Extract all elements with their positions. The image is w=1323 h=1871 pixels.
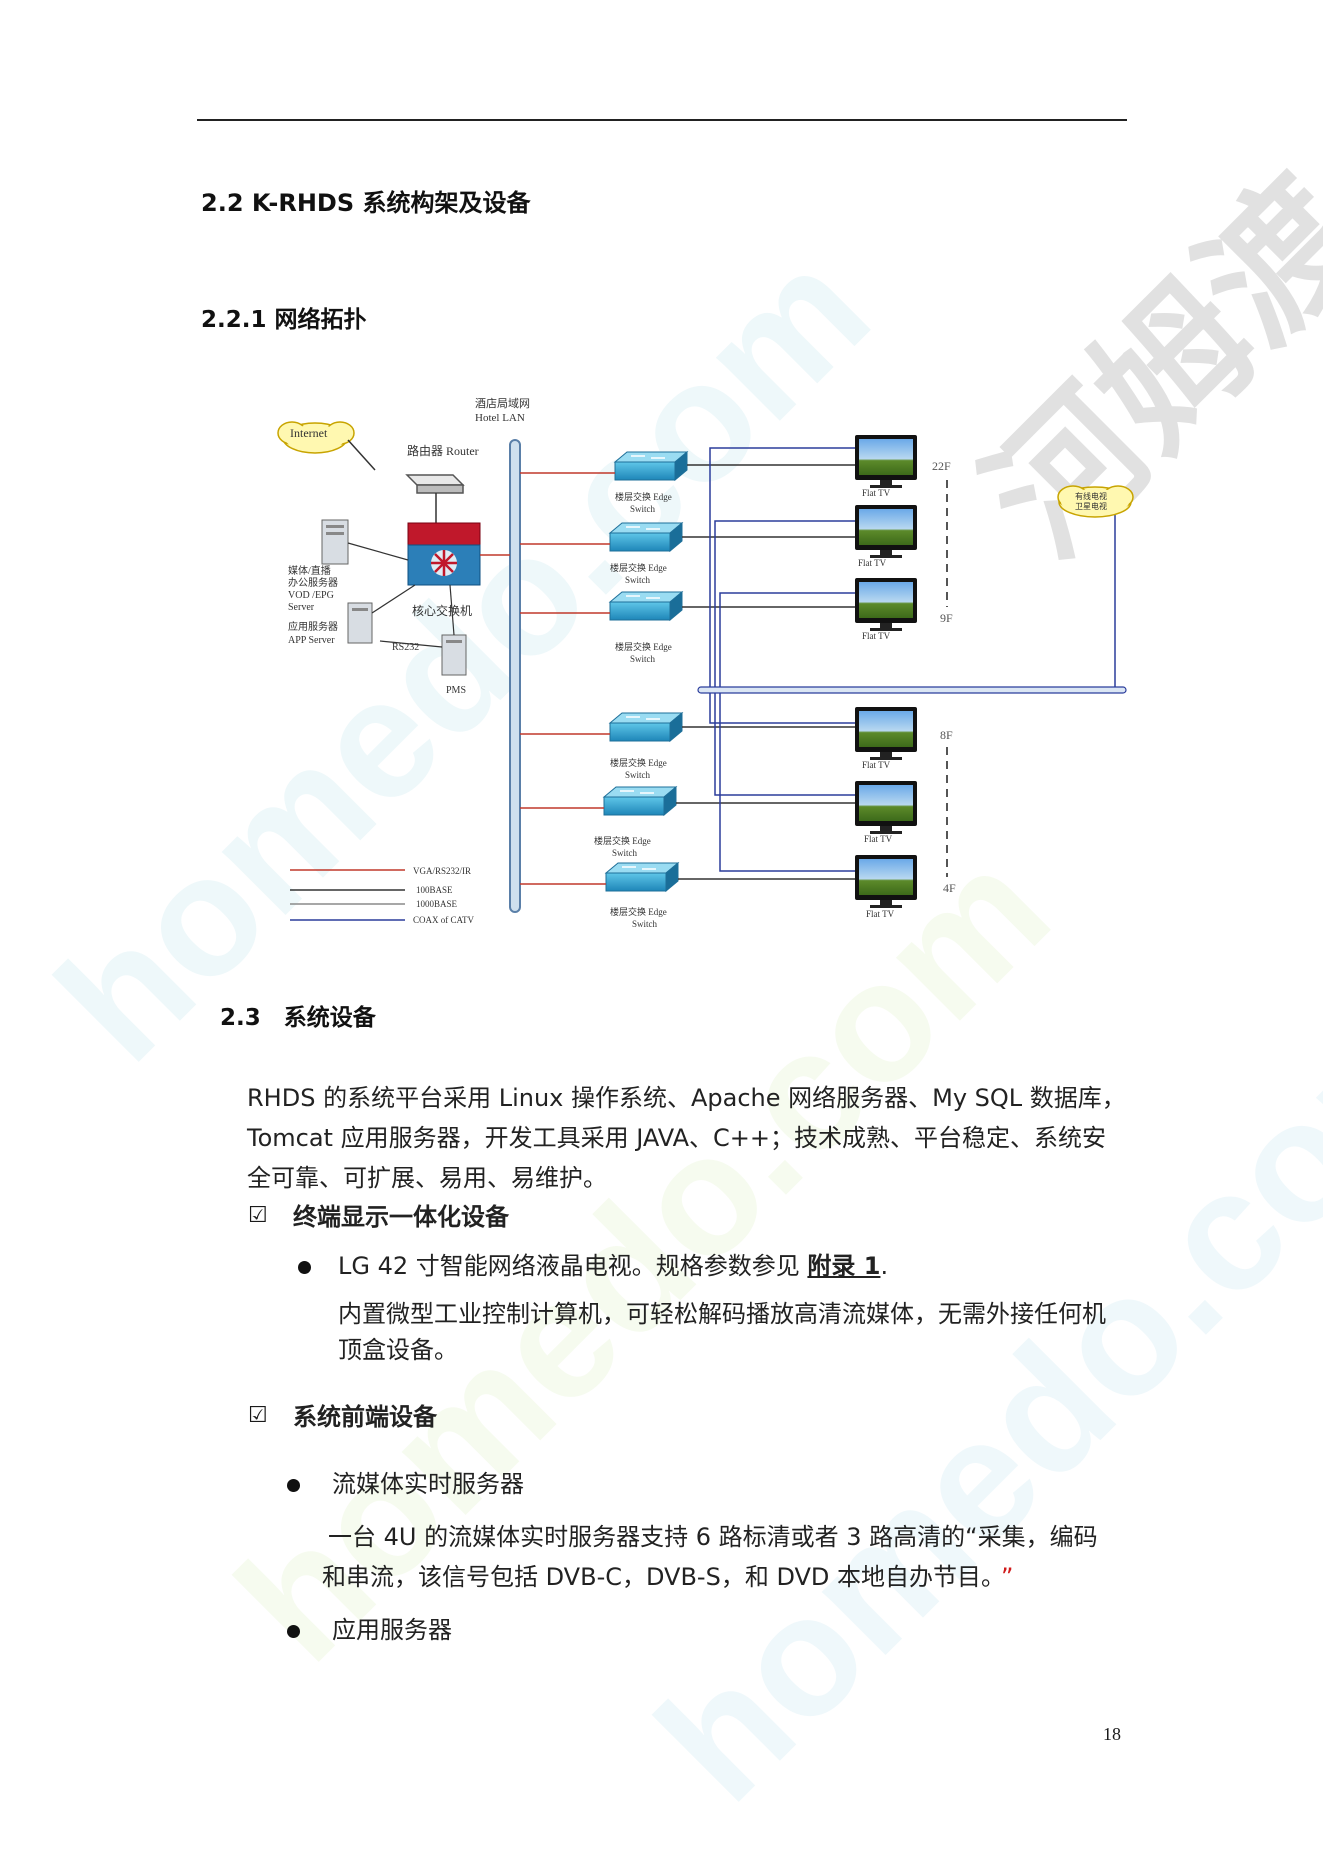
item-stream-desc-line-1: 一台 4U 的流媒体实时服务器支持 6 路标清或者 3 路高清的“采集，编码 — [328, 1523, 1098, 1551]
media-server — [321, 519, 349, 565]
svg-text:4F: 4F — [943, 881, 956, 895]
lan-label-cn: 酒店局域网 — [475, 396, 530, 410]
svg-text:楼层交换 Edge: 楼层交换 Edge — [610, 906, 667, 917]
svg-text:9F: 9F — [940, 611, 953, 625]
edge-switches — [602, 450, 689, 893]
svg-text:100BASE: 100BASE — [416, 885, 453, 895]
svg-text:Switch: Switch — [625, 575, 651, 585]
paragraph-line-3: 全可靠、可扩展、易用、易维护。 — [247, 1164, 607, 1192]
edge-switch-4 — [608, 711, 684, 743]
item-lg-desc-line-1: 内置微型工业控制计算机，可轻松解码播放高清流媒体，无需外接任何机 — [338, 1300, 1106, 1328]
svg-text:Switch: Switch — [612, 848, 638, 858]
item-lg-desc-line-2: 顶盒设备。 — [338, 1336, 458, 1364]
svg-text:Flat TV: Flat TV — [866, 909, 895, 919]
heading-2-2-1: 2.2.1 网络拓扑 — [201, 307, 367, 333]
item-lg-text: LG 42 寸智能网络液晶电视。规格参数参见 — [338, 1252, 808, 1280]
checkbox-icon-2: ☑ — [248, 1403, 268, 1428]
svg-text:Flat TV: Flat TV — [858, 558, 887, 568]
svg-text:COAX of CATV: COAX of CATV — [413, 915, 475, 925]
page-number: 18 — [1103, 1724, 1121, 1744]
svg-text:有线电视: 有线电视 — [1075, 491, 1107, 501]
svg-text:Flat TV: Flat TV — [862, 760, 891, 770]
close-quote: ” — [1001, 1563, 1014, 1591]
svg-text:Switch: Switch — [630, 504, 656, 514]
svg-text:办公服务器: 办公服务器 — [288, 576, 338, 589]
svg-text:Switch: Switch — [630, 654, 656, 664]
bullet-icon-1 — [298, 1261, 311, 1274]
pms-label: PMS — [446, 685, 466, 696]
appendix-1-link[interactable]: 附录 1 — [807, 1252, 881, 1280]
svg-text:VGA/RS232/IR: VGA/RS232/IR — [413, 866, 471, 876]
svg-text:Switch: Switch — [625, 770, 651, 780]
internet-cloud: Internet — [277, 421, 355, 454]
coax-bus — [697, 686, 1127, 694]
router-device — [405, 474, 465, 494]
paragraph-line-2: Tomcat 应用服务器，开发工具采用 JAVA、C++；技术成熟、平台稳定、系… — [247, 1124, 1107, 1152]
core-switch — [407, 522, 481, 586]
heading-2-3: 2.3 系统设备 — [220, 1005, 376, 1031]
pms-server — [441, 634, 467, 676]
flat-tv-1 — [855, 435, 917, 488]
satellite-cloud: 有线电视 卫星电视 — [1057, 485, 1134, 518]
item-app-server: 应用服务器 — [332, 1616, 452, 1644]
lan-label-en: Hotel LAN — [475, 412, 525, 424]
svg-text:楼层交换 Edge: 楼层交换 Edge — [610, 757, 667, 768]
item-stream-desc-line-2: 和串流，该信号包括 DVB-C，DVB-S，和 DVD 本地自办节目。” — [322, 1563, 1014, 1591]
check-item-frontend: 系统前端设备 — [293, 1403, 437, 1431]
svg-text:楼层交换 Edge: 楼层交换 Edge — [594, 835, 651, 846]
check-item-terminal: 终端显示一体化设备 — [293, 1203, 509, 1231]
core-switch-label: 核心交换机 — [412, 603, 472, 618]
svg-text:8F: 8F — [940, 728, 953, 742]
edge-switch-6 — [604, 861, 680, 893]
svg-text:1000BASE: 1000BASE — [416, 899, 458, 909]
edge-switch-2 — [608, 521, 684, 553]
svg-text:VOD /EPG: VOD /EPG — [288, 590, 334, 601]
svg-text:楼层交换 Edge: 楼层交换 Edge — [610, 562, 667, 573]
paragraph-line-1: RHDS 的系统平台采用 Linux 操作系统、Apache 网络服务器、My … — [247, 1084, 1126, 1112]
router-label: 路由器 Router — [407, 443, 479, 458]
svg-text:Flat TV: Flat TV — [862, 488, 891, 498]
diagram-legend: VGA/RS232/IR 100BASE 1000BASE COAX of CA… — [290, 866, 475, 925]
header-rule — [197, 119, 1127, 121]
checkbox-icon-1: ☑ — [248, 1203, 268, 1228]
app-server — [347, 602, 373, 644]
svg-text:楼层交换 Edge: 楼层交换 Edge — [615, 491, 672, 502]
svg-text:卫星电视: 卫星电视 — [1075, 501, 1107, 511]
svg-text:APP Server: APP Server — [288, 635, 335, 646]
svg-text:媒体/直播: 媒体/直播 — [288, 564, 331, 577]
svg-text:Flat TV: Flat TV — [864, 834, 893, 844]
network-topology-diagram: 酒店局域网 Hotel LAN Internet 路由器 Router 核心交换… — [277, 396, 1134, 929]
item-lg-tv: LG 42 寸智能网络液晶电视。规格参数参见 附录 1. — [338, 1246, 888, 1286]
svg-text:应用服务器: 应用服务器 — [288, 620, 338, 633]
heading-2-2: 2.2 K-RHDS 系统构架及设备 — [201, 189, 531, 217]
edge-switch-5 — [602, 785, 678, 817]
lan-backbone — [509, 439, 521, 913]
svg-text:Switch: Switch — [632, 919, 658, 929]
bullet-icon-3 — [287, 1625, 300, 1638]
svg-text:Server: Server — [288, 602, 315, 613]
flat-tvs — [855, 435, 917, 908]
flat-tv-4 — [855, 707, 917, 760]
item-stream-server: 流媒体实时服务器 — [332, 1470, 524, 1498]
edge-switch-3 — [608, 590, 684, 622]
edge-switch-1 — [613, 450, 689, 482]
bullet-icon-2 — [287, 1479, 300, 1492]
rs232-label: RS232 — [392, 642, 419, 653]
svg-text:楼层交换 Edge: 楼层交换 Edge — [615, 641, 672, 652]
svg-text:22F: 22F — [932, 459, 951, 473]
svg-text:Flat TV: Flat TV — [862, 631, 891, 641]
flat-tv-6 — [855, 855, 917, 908]
flat-tv-3 — [855, 578, 917, 631]
flat-tv-2 — [855, 505, 917, 558]
item-lg-period: . — [880, 1252, 889, 1280]
internet-label: Internet — [290, 426, 328, 440]
flat-tv-5 — [855, 781, 917, 834]
